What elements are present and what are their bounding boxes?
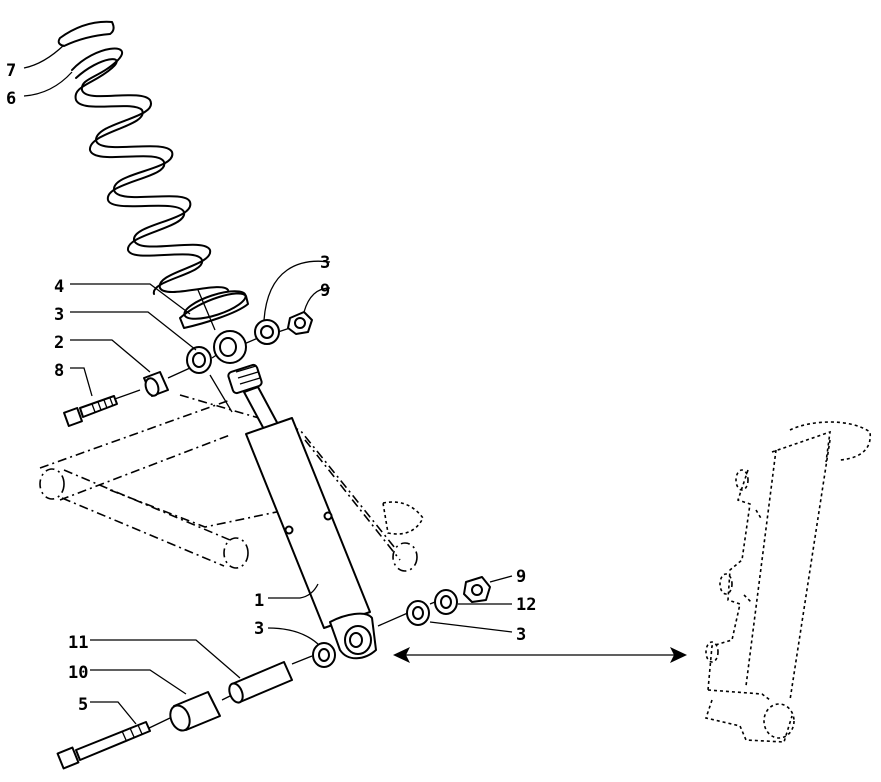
lower-bolt xyxy=(56,721,151,770)
spring-seat xyxy=(179,290,249,329)
lower-nut xyxy=(463,576,491,603)
callout-10: 10 xyxy=(68,663,88,683)
spring-cap xyxy=(57,20,115,47)
callout-1: 1 xyxy=(254,591,264,611)
callout-2: 2 xyxy=(54,333,64,353)
coil-spring xyxy=(71,47,229,295)
callout-12: 12 xyxy=(516,595,536,615)
callout-11: 11 xyxy=(68,633,88,653)
callout-9-upper: 9 xyxy=(320,281,330,301)
callout-8: 8 xyxy=(54,361,64,381)
assembly-arrow xyxy=(393,647,687,663)
shock-absorber xyxy=(227,363,377,660)
upper-bushing-left xyxy=(186,346,212,374)
lower-sleeve-large xyxy=(169,691,221,732)
lower-bushing-left xyxy=(312,642,336,668)
a-arm-outline xyxy=(39,394,424,572)
callout-3-upper-left: 3 xyxy=(54,305,64,325)
callout-3-upper-right: 3 xyxy=(320,253,330,273)
upper-sleeve xyxy=(143,371,169,397)
lower-spacer xyxy=(434,589,458,615)
callout-3-lower-left: 3 xyxy=(254,619,264,639)
callout-9-lower: 9 xyxy=(516,567,526,587)
upper-bushing-right xyxy=(254,319,280,345)
lower-sleeve-small xyxy=(228,661,293,704)
callout-3-lower-right: 3 xyxy=(516,625,526,645)
spindle-reference xyxy=(704,421,871,743)
leader-lines xyxy=(23,44,513,725)
callout-labels: 7 6 4 3 2 8 3 9 1 3 11 10 5 9 12 3 xyxy=(6,61,536,715)
lower-bushing-right xyxy=(406,600,430,626)
upper-nut xyxy=(287,311,313,335)
upper-eye xyxy=(213,330,247,364)
callout-6: 6 xyxy=(6,89,16,109)
callout-5: 5 xyxy=(78,695,88,715)
callout-7: 7 xyxy=(6,61,16,81)
callout-4: 4 xyxy=(54,277,64,297)
upper-bolt xyxy=(63,395,118,427)
